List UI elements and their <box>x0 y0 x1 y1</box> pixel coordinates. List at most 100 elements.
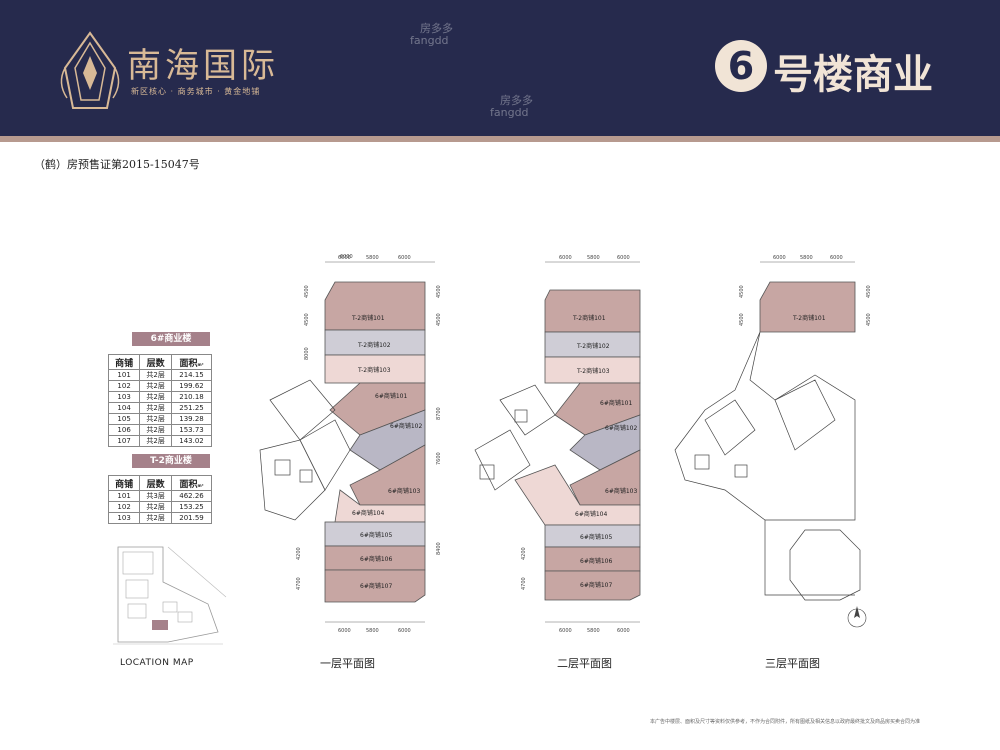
dim-label: 6000 <box>338 628 351 634</box>
room-6-107 <box>324 569 426 603</box>
title-text: 号楼商业 <box>773 52 933 98</box>
dim-label: 4500 <box>436 285 442 298</box>
dim-label: 8000 <box>304 347 310 360</box>
top-dimensions: 6000 5800 6000 <box>338 255 411 261</box>
watermark: 房多多 <box>420 22 453 35</box>
floor3-plan: 6000 5800 6000 T-2商铺101 4500 4500 4500 4… <box>674 255 872 628</box>
dim-label: 4200 <box>521 547 527 560</box>
room-t2-102 <box>324 329 426 356</box>
room-label: T-2商铺101 <box>792 314 826 322</box>
room-t2-103 <box>324 354 426 384</box>
dim-label: 4500 <box>436 313 442 326</box>
dim-label: 8400 <box>436 542 442 555</box>
room-label: T-2商铺102 <box>357 341 391 349</box>
room-6-106 <box>324 545 426 571</box>
room-t2-103 <box>544 356 641 384</box>
watermark: 房多多 <box>500 94 533 107</box>
crown-logo-icon <box>60 31 120 109</box>
room-label: T-2商铺103 <box>357 366 391 374</box>
dim-label: 6000 <box>773 255 786 261</box>
dim-label: 6000 <box>398 255 411 261</box>
location-map <box>113 546 227 645</box>
t2-table-title: T-2商业楼 <box>132 454 210 468</box>
dim-label: 4500 <box>866 285 872 298</box>
dim-label: 7600 <box>436 452 442 465</box>
room-label: 6#商铺102 <box>390 422 422 430</box>
room-label: 6#商铺105 <box>360 531 392 539</box>
floor1-plan: 6000 6000 5800 6000 T-2商铺101 T-2商铺102 T-… <box>259 254 442 634</box>
room-label: T-2商铺101 <box>351 314 385 322</box>
header-banner: 南海国际 新区核心 · 商务城市 · 黄金地铺 房多多 fangdd 房多多 f… <box>0 0 1000 140</box>
right-dimensions: 4500 4500 <box>866 285 872 326</box>
svg-text:6000: 6000 <box>340 254 353 260</box>
room-6-107 <box>544 570 641 601</box>
floor2-plan: 6000 5800 6000 T-2商铺101 T-2商铺102 T-2商铺10… <box>474 255 641 634</box>
brand-slogan: 新区核心 · 商务城市 · 黄金地铺 <box>131 87 261 96</box>
dim-label: 6000 <box>338 255 351 261</box>
room-labels: T-2商铺101 <box>792 314 826 322</box>
dim-label: 6000 <box>559 255 572 261</box>
room-label: 6#商铺106 <box>580 557 612 565</box>
title-number: 6 <box>715 40 767 92</box>
dim-label: 4700 <box>296 577 302 590</box>
building6-table-title: 6#商业楼 <box>132 332 210 346</box>
bottom-dimensions: 6000 5800 6000 <box>338 628 411 634</box>
dim-label: 5800 <box>366 628 379 634</box>
room-t2-101 <box>544 289 641 333</box>
col-header: 层数 <box>139 354 172 370</box>
watermark: fangdd <box>490 106 529 119</box>
left-dimensions: 4500 4500 8000 4200 4700 <box>296 285 310 590</box>
dim-label: 6000 <box>559 628 572 634</box>
dim-label: 4500 <box>304 285 310 298</box>
dim-label: 4500 <box>739 313 745 326</box>
room-6-104 <box>334 489 426 523</box>
dim-label: 4500 <box>739 285 745 298</box>
dim-label: 4700 <box>521 577 527 590</box>
dim-label: 4500 <box>304 313 310 326</box>
residential-outline <box>474 384 556 491</box>
room-label: 6#商铺101 <box>375 392 407 400</box>
residential-outline <box>674 331 861 601</box>
col-header: 商铺 <box>107 475 141 491</box>
header-stripe <box>0 136 1000 142</box>
residential-outline <box>259 379 351 521</box>
col-header: 面积m² <box>171 475 212 491</box>
presale-license: （鹤）房预售证第2015-15047号 <box>34 158 200 171</box>
floor3-label: 三层平面图 <box>765 657 820 670</box>
floor1-label: 一层平面图 <box>320 657 375 670</box>
room-label: 6#商铺104 <box>352 509 384 517</box>
room-label: T-2商铺101 <box>572 314 606 322</box>
room-6-105 <box>324 521 426 547</box>
dim-label: 6000 <box>617 628 630 634</box>
dim-label: 6000 <box>617 255 630 261</box>
dim-label: 4200 <box>296 547 302 560</box>
dim-label: 5800 <box>587 255 600 261</box>
top-dimensions: 6000 5800 6000 <box>773 255 843 261</box>
left-dimensions: 4500 4500 <box>739 285 745 326</box>
dim-label: 4500 <box>866 313 872 326</box>
brand-logo: 南海国际 新区核心 · 商务城市 · 黄金地铺 <box>55 28 315 118</box>
left-dimensions: 4200 4700 <box>521 547 527 590</box>
room-label: 6#商铺107 <box>360 582 392 590</box>
dim-label: 6000 <box>398 628 411 634</box>
location-map-label: LOCATION MAP <box>120 658 194 668</box>
floor2-label: 二层平面图 <box>557 657 612 670</box>
col-header: 商铺 <box>107 354 141 370</box>
room-label: 6#商铺103 <box>388 487 420 495</box>
room-label: 6#商铺103 <box>605 487 637 495</box>
room-labels: T-2商铺101 T-2商铺102 T-2商铺103 6#商铺101 6#商铺1… <box>572 314 637 589</box>
room-label: T-2商铺102 <box>576 342 610 350</box>
room-label: 6#商铺104 <box>575 510 607 518</box>
brand-name: 南海国际 <box>127 46 279 86</box>
